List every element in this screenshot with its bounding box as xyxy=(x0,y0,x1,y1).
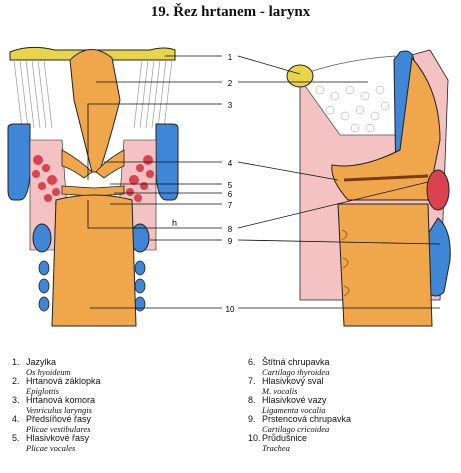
trachea-sagittal xyxy=(337,203,433,327)
ventricle-slit xyxy=(343,174,429,182)
fat-pattern xyxy=(315,85,390,133)
vestibular-fold-left xyxy=(61,149,93,179)
legend-right: 6.Štítná chrupavka Cartilago thyroidea 7… xyxy=(248,357,352,453)
vocalis-muscle-right xyxy=(121,155,154,209)
callout-3: 3 xyxy=(228,101,233,110)
legend-item: 2.Hrtanová záklopka Epiglottis xyxy=(12,376,101,396)
legend-item: 9.Prstencová chrupavka Cartilago cricoid… xyxy=(248,414,352,434)
thyrohyoid-membrane xyxy=(13,59,173,129)
callout-8: 8 xyxy=(228,225,233,234)
callout-9: 9 xyxy=(228,237,233,246)
leader-lines xyxy=(87,55,441,309)
callout-2: 2 xyxy=(228,79,233,88)
tracheal-rings-right xyxy=(134,260,146,312)
trachea-left-view xyxy=(51,194,137,327)
tracheal-ring-marks xyxy=(341,229,350,297)
legend-item: 6.Štítná chrupavka Cartilago thyroidea xyxy=(248,357,330,377)
thyroid-cartilage-left xyxy=(7,123,31,201)
legend-item: 8.Hlasivkové vazy Ligamenta vocalia xyxy=(248,395,327,415)
callout-6: 6 xyxy=(228,190,233,199)
callout-7: 7 xyxy=(228,201,233,210)
larynx-diagram: 1 2 3 4 5 6 7 8 9 10 h xyxy=(7,46,451,327)
tracheal-rings-left xyxy=(38,260,50,312)
legend-item: 7.Hlasivkový sval M. vocalis xyxy=(248,376,324,396)
vestibular-fold-right xyxy=(95,149,125,179)
hyoid-bone-right xyxy=(286,64,314,88)
epiglottis-left-view xyxy=(69,49,121,173)
vocal-folds xyxy=(61,185,125,197)
callout-1: 1 xyxy=(228,53,233,62)
epiglottis-sagittal xyxy=(331,56,441,201)
page-title: 19. Řez hrtanem - larynx xyxy=(150,4,311,20)
legend-item: 10.Průdušnice Trachea xyxy=(248,433,308,453)
cricoid-left xyxy=(32,223,52,253)
legend-left: 1.Jazylka Os hyoideum 2.Hrtanová záklopk… xyxy=(12,357,101,453)
vocalis-muscle-left xyxy=(32,155,65,209)
label-h: h xyxy=(172,218,177,228)
legend-item: 3.Hrtanová komora Venriculus laryngis xyxy=(12,395,96,415)
callout-5: 5 xyxy=(228,181,233,190)
callout-10: 10 xyxy=(226,305,235,314)
legend-item: 1.Jazylka Os hyoideum xyxy=(12,357,71,377)
legend-item: 4.Předsíňové řasy Plicae vestibulares xyxy=(12,414,92,434)
callout-4: 4 xyxy=(228,159,233,168)
legend-item: 5.Hlasivkové řasy Plicae vocales xyxy=(12,433,90,453)
cricoid-lamina-muscle xyxy=(426,169,450,211)
